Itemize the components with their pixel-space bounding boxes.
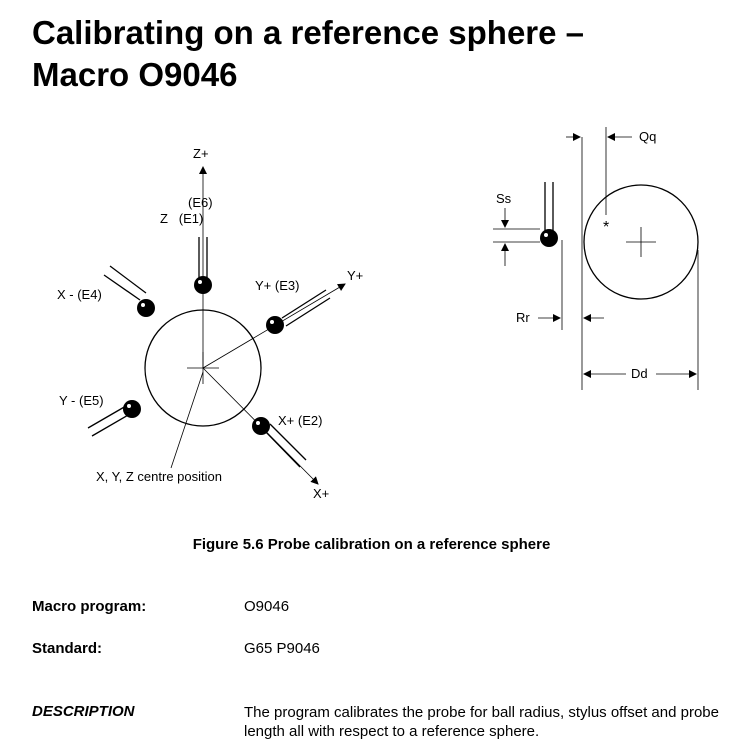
label-y-plus-e3: Y+ (E3) — [255, 278, 299, 293]
page-title: Calibrating on a reference sphere – Macr… — [32, 12, 722, 96]
probe-calibration-figure: Z+ (E6) Z (E1) X - (E4) Y+ (E3) Y+ Y - (… — [57, 127, 699, 501]
label-e6: (E6) — [188, 195, 213, 210]
probe-y-minus-e5 — [87, 400, 141, 437]
description-text: The program calibrates the probe for bal… — [244, 704, 719, 740]
label-qq: Qq — [639, 129, 656, 144]
label-x-minus-e4: X - (E4) — [57, 287, 102, 302]
figure-caption: Figure 5.6 Probe calibration on a refere… — [192, 536, 551, 553]
probe-y-plus-e3 — [266, 289, 331, 334]
label-dd: Dd — [631, 366, 648, 381]
label-z-e1: Z (E1) — [160, 211, 203, 226]
title-line-2: Macro O9046 — [32, 56, 238, 93]
label-z-plus: Z+ — [193, 146, 209, 161]
title-line-1: Calibrating on a reference sphere – — [32, 14, 585, 51]
label-star: * — [603, 219, 609, 236]
label-y-plus: Y+ — [347, 268, 363, 283]
label-ss: Ss — [496, 191, 512, 206]
macro-program-label: Macro program: — [32, 598, 147, 615]
reference-sphere-right — [583, 184, 699, 300]
probe-x-minus-e4 — [103, 265, 155, 317]
centre-pointer-line — [170, 371, 204, 469]
label-x-plus: X+ — [313, 486, 329, 501]
label-centre-position: X, Y, Z centre position — [96, 469, 222, 484]
probe-right — [540, 182, 558, 247]
macro-program-value: O9046 — [244, 598, 290, 615]
description-heading: DESCRIPTION — [32, 703, 135, 720]
probe-z-e1 — [194, 237, 212, 294]
label-x-plus-e2: X+ (E2) — [278, 413, 322, 428]
standard-label: Standard: — [32, 640, 103, 657]
label-y-minus-e5: Y - (E5) — [59, 393, 104, 408]
label-rr: Rr — [516, 310, 530, 325]
standard-value: G65 P9046 — [244, 640, 320, 657]
probe-x-plus-e2 — [252, 417, 307, 468]
